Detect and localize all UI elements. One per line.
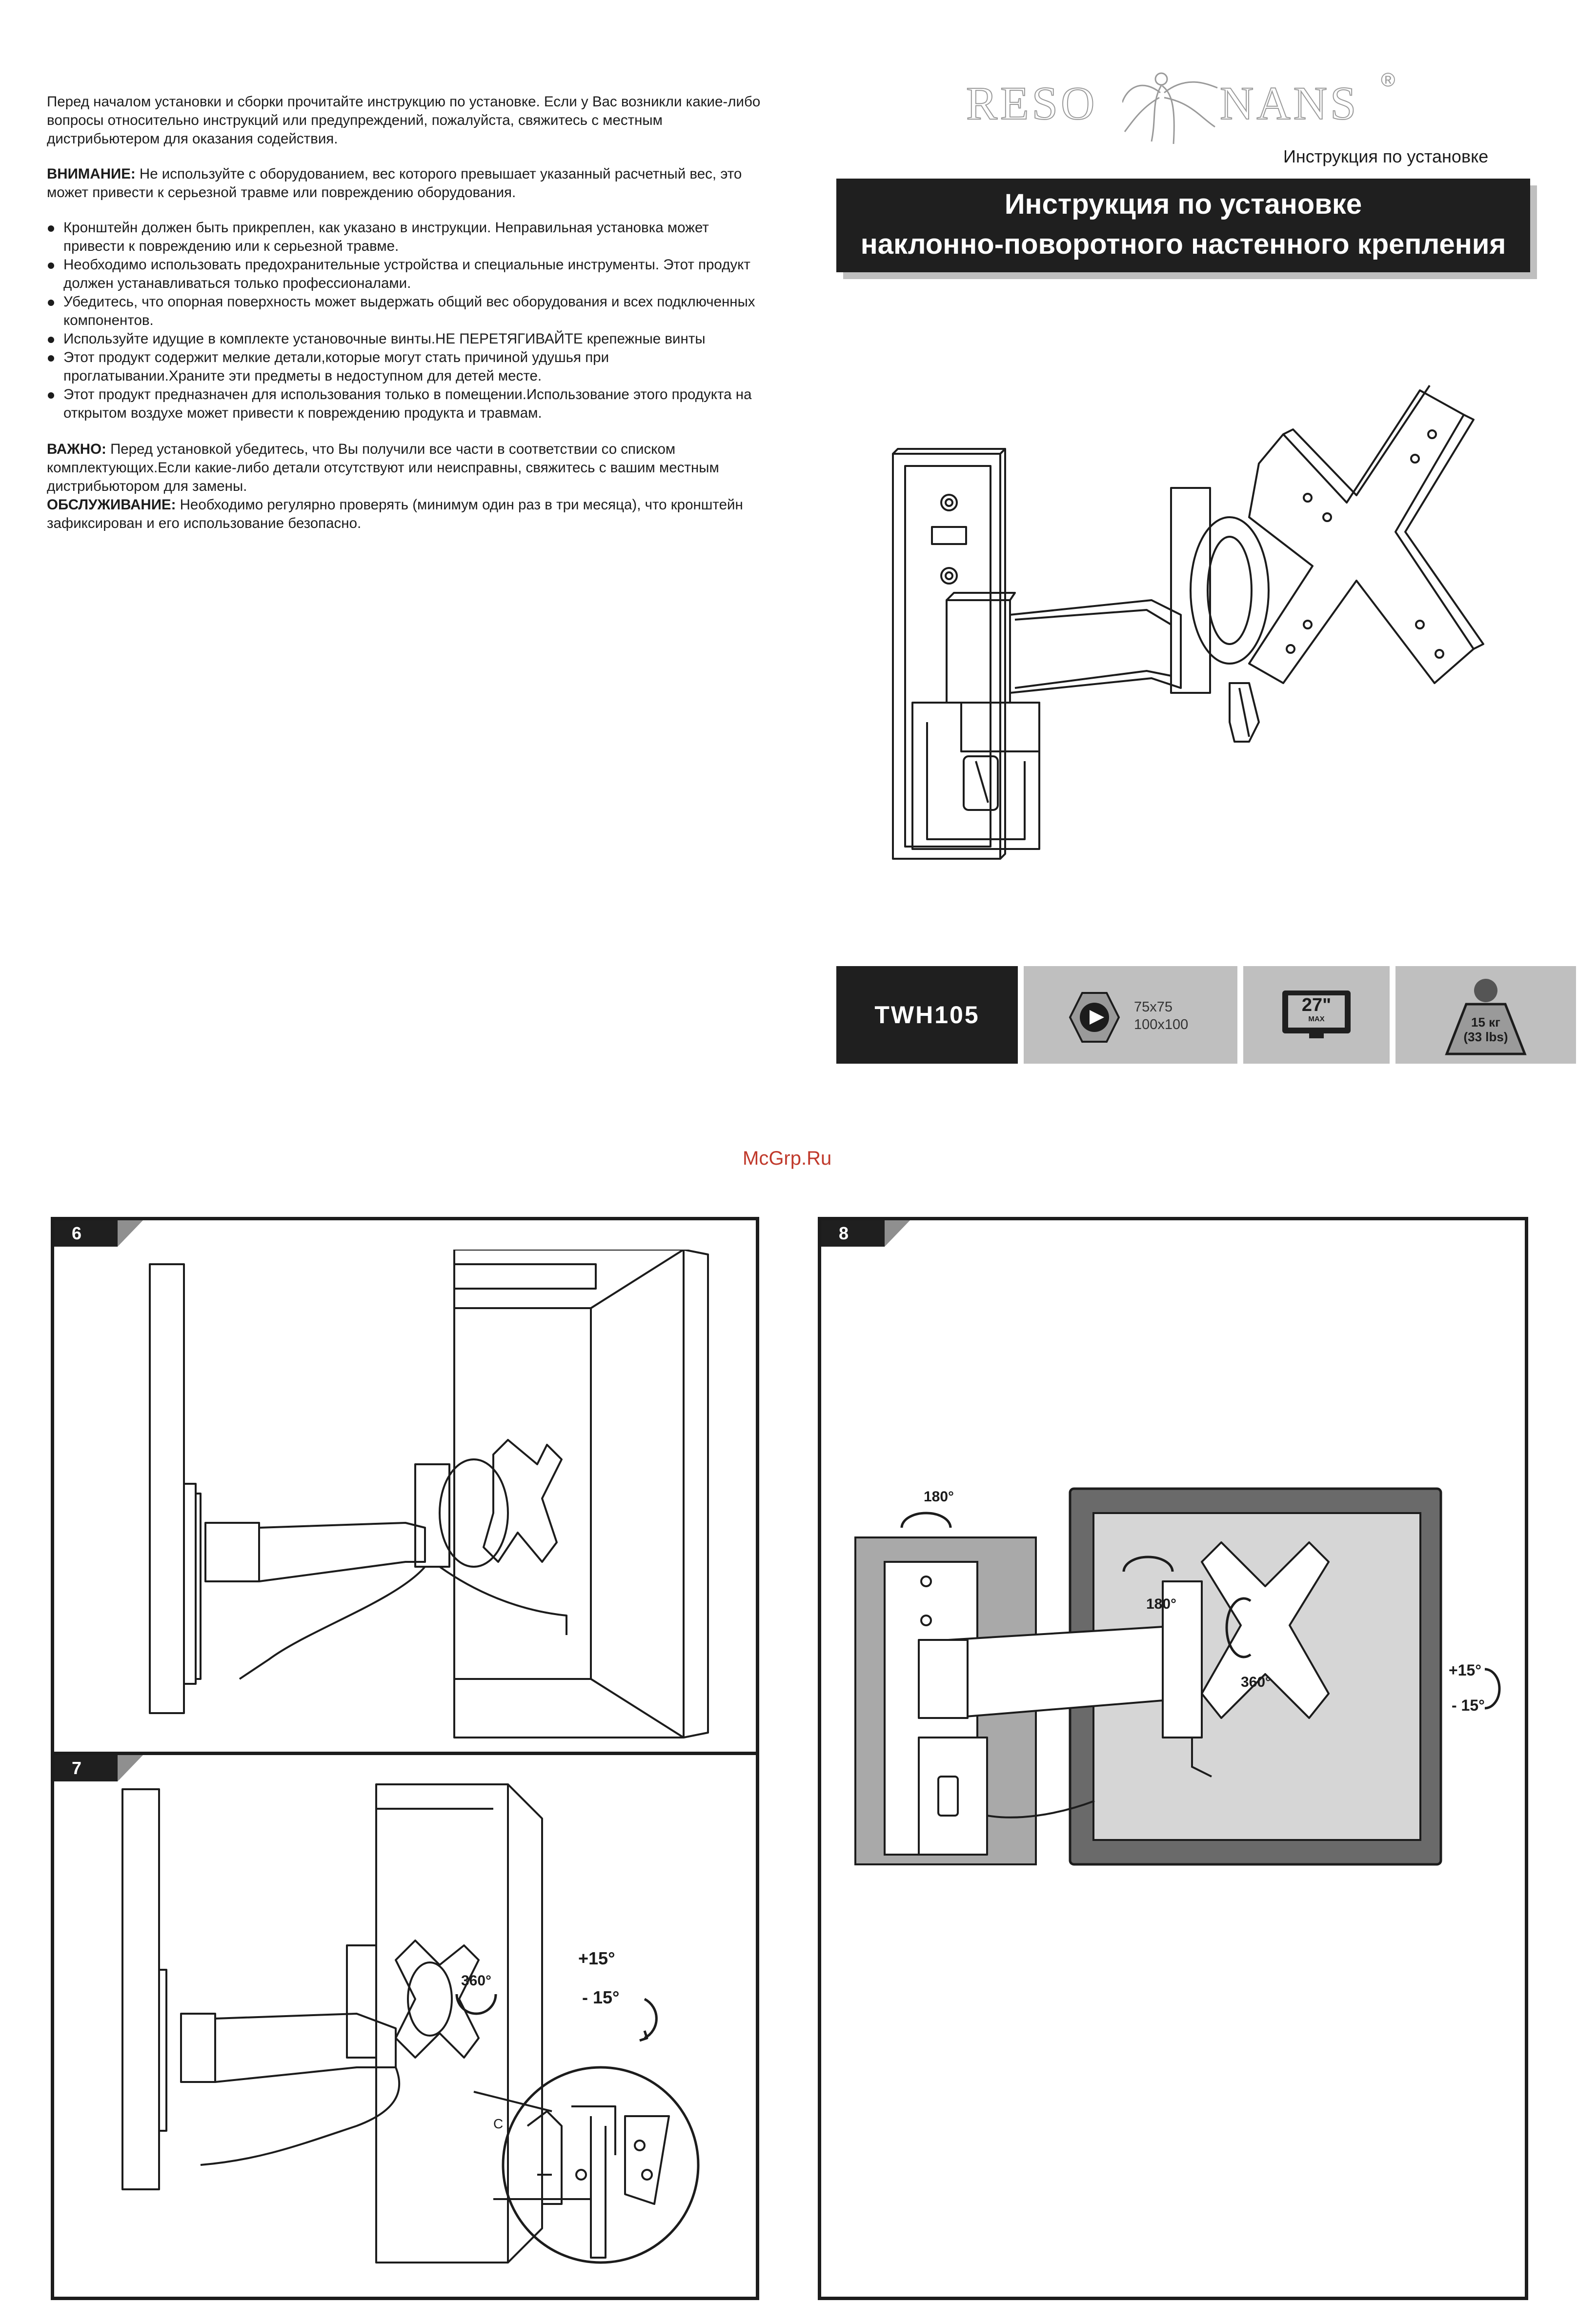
spec-bar: TWH105 75x75 100x100 27" MAX 15 кг (33 l… [836, 966, 1577, 1064]
screen-size-max: MAX [1308, 1015, 1325, 1023]
list-item: Используйте идущие в комплекте установоч… [47, 330, 764, 348]
model-number: TWH105 [836, 966, 1018, 1064]
attention-label: ВНИМАНИЕ: [47, 166, 136, 182]
service-text: Необходимо регулярно проверять (минимум … [47, 497, 743, 531]
watermark: McGrp.Ru [743, 1148, 832, 1169]
vesa-value-2: 100x100 [1134, 1017, 1189, 1032]
vesa-spec: 75x75 100x100 [1024, 966, 1237, 1064]
rotate-360-label: 360° [461, 1973, 492, 1989]
attention-paragraph: ВНИМАНИЕ: Не используйте с оборудованием… [47, 165, 764, 202]
step-7-tag: 7 [54, 1755, 143, 1781]
product-illustration [892, 384, 1484, 860]
arm-swivel-180-label: 180° [1146, 1596, 1177, 1612]
weight-kg: 15 кг [1471, 1015, 1500, 1030]
part-c-label: C [493, 2116, 504, 2131]
tilt-up-label: +15° [578, 1948, 615, 1968]
weight-lbs: (33 lbs) [1463, 1030, 1508, 1044]
list-item: Убедитесь, что опорная поверхность может… [47, 293, 764, 330]
title-line-1: Инструкция по установке [1004, 188, 1362, 220]
weight-values: 15 кг (33 lbs) [1437, 1015, 1535, 1044]
list-item: Необходимо использовать предохранительны… [47, 256, 764, 293]
monitor-stand [1309, 1033, 1324, 1038]
list-item: Этот продукт предназначен для использова… [47, 385, 764, 423]
step-8-panel: 8 180° 180° 360° +15° - 15° [818, 1217, 1528, 2300]
weight-spec: 15 кг (33 lbs) [1395, 966, 1576, 1064]
vesa-value-1: 75x75 [1134, 999, 1173, 1015]
step-8-illustration [854, 1487, 1501, 1866]
tilt-down-label: - 15° [1452, 1697, 1485, 1714]
registered-mark: ® [1381, 69, 1395, 91]
service-label: ОБСЛУЖИВАНИЕ: [47, 497, 176, 513]
doc-subtitle: Инструкция по установке [1283, 146, 1489, 166]
intro-paragraph: Перед началом установки и сборки прочита… [47, 94, 761, 147]
step-6-panel: 6 [51, 1217, 759, 1755]
fairy-icon [1122, 72, 1218, 144]
vesa-pattern-icon [1069, 992, 1120, 1043]
monitor-icon: 27" MAX [1282, 990, 1351, 1038]
logo-text-left: RESO [966, 77, 1098, 130]
tilt-up-label: +15° [1449, 1661, 1482, 1679]
intro-text: Перед началом установки и сборки прочита… [47, 93, 764, 549]
step-8-tag: 8 [821, 1220, 910, 1247]
step-7-panel: 7 +15° - 15° [51, 1752, 759, 2300]
screen-size-value: 27" [1301, 995, 1332, 1015]
screen-size-spec: 27" MAX [1243, 966, 1390, 1064]
service-paragraph: ОБСЛУЖИВАНИЕ: Необходимо регулярно прове… [47, 496, 764, 533]
attention-text: Не используйте с оборудованием, вес кото… [47, 166, 742, 201]
title-banner: Инструкция по установке наклонно-поворот… [836, 179, 1530, 272]
step-6-illustration [149, 1250, 709, 1738]
step-7-illustration [121, 1783, 700, 2264]
logo-text-right: NANS [1219, 77, 1359, 130]
monitor-screen: 27" MAX [1288, 995, 1345, 1028]
tilt-down-label: - 15° [582, 1987, 620, 2007]
safety-list: Кронштейн должен быть прикреплен, как ук… [47, 219, 764, 423]
important-paragraph: ВАЖНО: Перед установкой убедитесь, что В… [47, 440, 764, 496]
wall-swivel-180-label: 180° [924, 1489, 954, 1505]
list-item: Кронштейн должен быть прикреплен, как ук… [47, 219, 764, 256]
important-label: ВАЖНО: [47, 441, 106, 457]
important-text: Перед установкой убедитесь, что Вы получ… [47, 441, 719, 494]
weight-icon [1445, 979, 1527, 1055]
title-line-2: наклонно-поворотного настенного креплени… [860, 228, 1506, 260]
list-item: Этот продукт содержит мелкие детали,кото… [47, 348, 764, 385]
step-6-tag: 6 [54, 1220, 143, 1247]
rotate-360-label: 360° [1241, 1674, 1272, 1690]
vesa-values: 75x75 100x100 [1134, 998, 1188, 1033]
brand-logo: RESO NANS ® [966, 59, 1405, 156]
